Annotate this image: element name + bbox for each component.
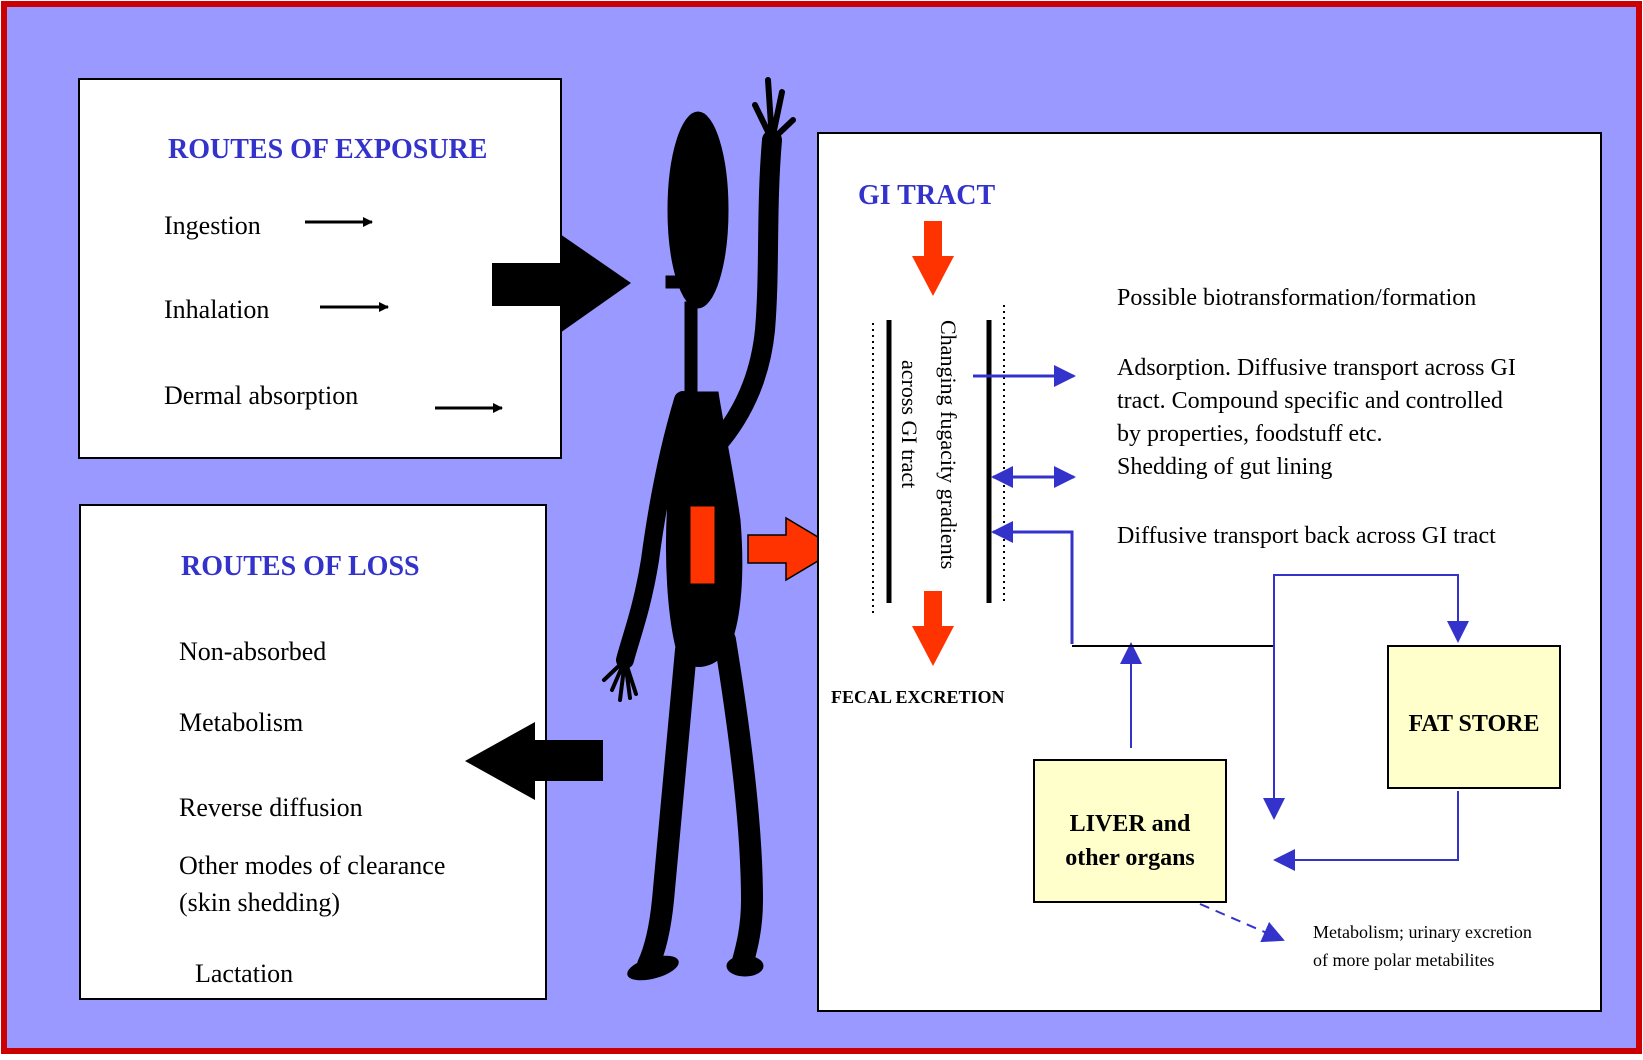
gradient-label-line-2: across GI tract	[897, 360, 922, 488]
note-adsorption-1: Adsorption. Diffusive transport across G…	[1117, 355, 1516, 381]
fat-store-box	[1387, 645, 1561, 789]
metabolism-note-2: of more polar metabilites	[1313, 950, 1494, 970]
gi-panel: GI TRACT Changing fugacity gradients acr…	[817, 132, 1602, 1012]
fat-to-liver-arrow	[1273, 791, 1459, 871]
metabolism-dashed-arrow	[1199, 903, 1285, 943]
fecal-excretion-label: FECAL EXCRETION	[831, 687, 1005, 707]
liver-label-line-1: LIVER and	[1070, 811, 1191, 837]
loss-big-arrow	[465, 722, 603, 800]
loss-item-other-modes: Other modes of clearance	[179, 851, 445, 880]
exposure-title: ROUTES OF EXPOSURE	[168, 134, 487, 165]
gi-title: GI TRACT	[858, 180, 996, 211]
metabolism-note-1: Metabolism; urinary excretion	[1313, 922, 1532, 942]
note-back-transport: Diffusive transport back across GI tract	[1117, 523, 1496, 549]
stomach-highlight	[689, 505, 716, 585]
fecal-arrow	[912, 591, 954, 666]
loss-item-lactation: Lactation	[195, 959, 293, 988]
note-adsorption-3: by properties, foodstuff etc.	[1117, 421, 1383, 447]
back-transport-arrow	[991, 521, 1074, 644]
exposure-box: ROUTES OF EXPOSURE Ingestion Inhalation …	[78, 78, 562, 459]
note-adsorption-2: tract. Compound specific and controlled	[1117, 388, 1503, 414]
gradient-label-line-1: Changing fugacity gradients	[936, 320, 961, 569]
exposure-item-ingestion: Ingestion	[164, 211, 261, 240]
loss-item-skin-shedding: (skin shedding)	[179, 888, 340, 917]
exposure-big-arrow	[492, 234, 631, 333]
loss-item-reverse-diffusion: Reverse diffusion	[179, 793, 363, 822]
note-shedding: Shedding of gut lining	[1117, 454, 1332, 480]
to-fat-store-arrow	[1273, 574, 1469, 646]
loss-item-nonabsorbed: Non-absorbed	[179, 637, 326, 666]
fat-store-label: FAT STORE	[1409, 711, 1540, 737]
loss-title: ROUTES OF LOSS	[181, 551, 420, 582]
gi-entry-arrow	[747, 516, 840, 582]
liver-label-line-2: other organs	[1065, 845, 1195, 871]
loss-box: ROUTES OF LOSS Non-absorbed Metabolism R…	[79, 504, 547, 1000]
gi-input-arrow	[912, 221, 954, 296]
exposure-item-inhalation: Inhalation	[164, 295, 269, 324]
loss-item-metabolism: Metabolism	[179, 708, 303, 737]
liver-box	[1033, 759, 1227, 903]
exposure-item-dermal: Dermal absorption	[164, 381, 358, 410]
note-biotransformation: Possible biotransformation/formation	[1117, 285, 1476, 311]
